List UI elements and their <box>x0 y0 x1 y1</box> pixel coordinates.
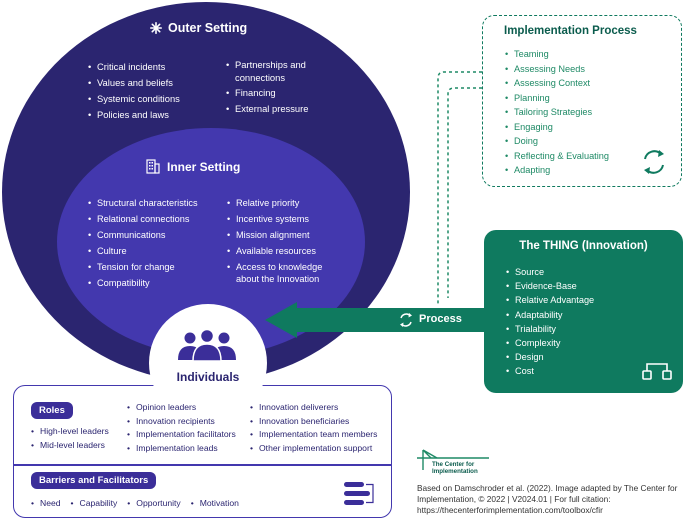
inner-setting-item: Relational connections <box>88 211 198 227</box>
flowchart-icon <box>642 363 672 380</box>
implementation-process-box <box>482 15 682 187</box>
inner-setting-list-1: Structural characteristicsRelational con… <box>88 195 198 291</box>
people-icon <box>178 329 236 361</box>
outer-setting-item: Systemic conditions <box>88 91 180 107</box>
process-connector-lines <box>437 71 482 305</box>
innovation-item: Relative Advantage <box>506 293 594 307</box>
process-step-item: Tailoring Strategies <box>505 105 609 120</box>
outer-setting-list-2: Partnerships and connectionsFinancingExt… <box>226 59 326 118</box>
outer-setting-item: Partnerships and connections <box>226 59 326 84</box>
outer-setting-title: Outer Setting <box>150 21 247 35</box>
innovation-item: Complexity <box>506 336 594 350</box>
role-item: Implementation team members <box>250 428 377 442</box>
process-label: Process <box>419 313 462 325</box>
role-item: Implementation facilitators <box>127 428 236 442</box>
barrier-item: Need <box>31 497 61 511</box>
process-step-item: Planning <box>505 91 609 106</box>
inner-setting-item: Relative priority <box>227 195 337 211</box>
role-item: Innovation deliverers <box>250 401 377 415</box>
outer-setting-list-1: Critical incidentsValues and beliefsSyst… <box>88 59 180 123</box>
innovation-item: Trialability <box>506 322 594 336</box>
innovation-list: SourceEvidence-BaseRelative AdvantageAda… <box>506 265 594 379</box>
inner-setting-label: Inner Setting <box>167 159 241 174</box>
roles-badge: Roles <box>31 402 73 419</box>
cycle-icon <box>644 150 664 174</box>
role-item: High-level leaders <box>31 425 109 439</box>
process-step-item: Assessing Context <box>505 76 609 91</box>
roles-list-1: High-level leadersMid-level leaders <box>31 425 109 452</box>
individuals-divider <box>14 464 391 466</box>
outer-setting-item: Critical incidents <box>88 59 180 75</box>
logo-line-2: Implementation <box>432 468 478 475</box>
inner-setting-item: Incentive systems <box>227 211 337 227</box>
innovation-item: Adaptability <box>506 308 594 322</box>
inner-setting-title: Inner Setting <box>146 159 240 174</box>
inner-setting-item: Communications <box>88 227 198 243</box>
inner-setting-item: Access to knowledge about the Innovation <box>227 261 337 285</box>
logo-line-1: The Center for <box>432 461 475 468</box>
process-step-item: Engaging <box>505 120 609 135</box>
inner-setting-item: Available resources <box>227 243 337 259</box>
logo-text: The Center for Implementation <box>432 461 478 475</box>
inner-setting-item: Compatibility <box>88 275 198 291</box>
inner-setting-list-2: Relative priorityIncentive systemsMissio… <box>227 195 337 285</box>
roles-list-3: Innovation deliverersInnovation benefici… <box>250 401 377 455</box>
process-arrow <box>265 302 485 338</box>
barriers-badge: Barriers and Facilitators <box>31 472 157 489</box>
individuals-title: Individuals <box>176 370 240 384</box>
innovation-item: Evidence-Base <box>506 279 594 293</box>
cycle-icon <box>400 313 412 327</box>
innovation-item: Cost <box>506 364 594 378</box>
process-step-item: Assessing Needs <box>505 62 609 77</box>
barrier-item: Capability <box>71 497 118 511</box>
innovation-title: The THING (Innovation) <box>519 240 648 252</box>
barrier-item: Opportunity <box>127 497 180 511</box>
role-item: Innovation beneficiaries <box>250 415 377 429</box>
barrier-item: Motivation <box>191 497 239 511</box>
inner-setting-item: Structural characteristics <box>88 195 198 211</box>
role-item: Other implementation support <box>250 442 377 456</box>
implementation-process-title: Implementation Process <box>504 25 637 37</box>
inner-setting-item: Mission alignment <box>227 227 337 243</box>
bridge-logo <box>417 449 489 470</box>
innovation-item: Design <box>506 350 594 364</box>
roles-list-2: Opinion leadersInnovation recipientsImpl… <box>127 401 236 455</box>
outer-setting-item: External pressure <box>226 103 326 116</box>
role-item: Mid-level leaders <box>31 439 109 453</box>
sliders-icon <box>344 482 374 505</box>
role-item: Opinion leaders <box>127 401 236 415</box>
process-step-item: Reflecting & Evaluating <box>505 149 609 164</box>
process-step-item: Doing <box>505 134 609 149</box>
sparkle-icon <box>150 22 162 34</box>
outer-setting-item: Policies and laws <box>88 107 180 123</box>
inner-setting-item: Tension for change <box>88 259 198 275</box>
barriers-list: Need Capability Opportunity Motivation <box>31 497 241 511</box>
process-step-item: Teaming <box>505 47 609 62</box>
outer-setting-item: Financing <box>226 87 326 100</box>
citation-text: Based on Damschroder et al. (2022). Imag… <box>417 483 678 515</box>
role-item: Implementation leads <box>127 442 236 456</box>
outer-setting-label: Outer Setting <box>168 21 248 35</box>
innovation-item: Source <box>506 265 594 279</box>
process-step-item: Adapting <box>505 163 609 178</box>
implementation-process-list: TeamingAssessing NeedsAssessing ContextP… <box>505 47 609 178</box>
building-icon <box>146 159 160 174</box>
role-item: Innovation recipients <box>127 415 236 429</box>
outer-setting-item: Values and beliefs <box>88 75 180 91</box>
inner-setting-item: Culture <box>88 243 198 259</box>
